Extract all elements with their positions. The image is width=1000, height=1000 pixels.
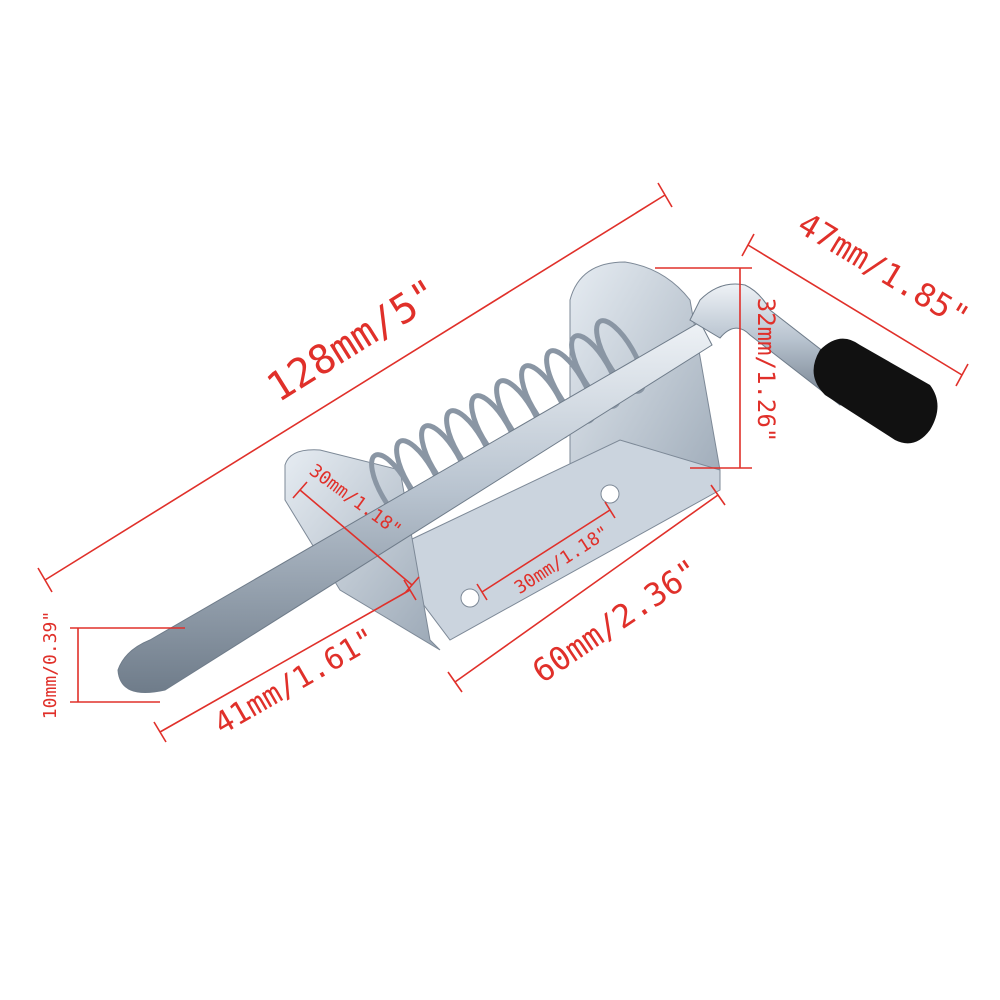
dim-label-handle-length: 47mm/1.85" [791, 205, 976, 337]
dim-label-overall-length: 128mm/5" [259, 270, 447, 411]
mount-hole [460, 588, 480, 608]
dim-label-bracket-height: 32mm/1.26" [752, 298, 780, 443]
rubber-grip [813, 338, 938, 444]
mount-hole [600, 484, 620, 504]
dim-bracket-height: 32mm/1.26" [655, 267, 780, 469]
dim-pin-diameter: 10mm/0.39" [40, 611, 185, 719]
dim-label-pin-diameter: 10mm/0.39" [40, 611, 61, 719]
latch-pin [117, 321, 713, 693]
